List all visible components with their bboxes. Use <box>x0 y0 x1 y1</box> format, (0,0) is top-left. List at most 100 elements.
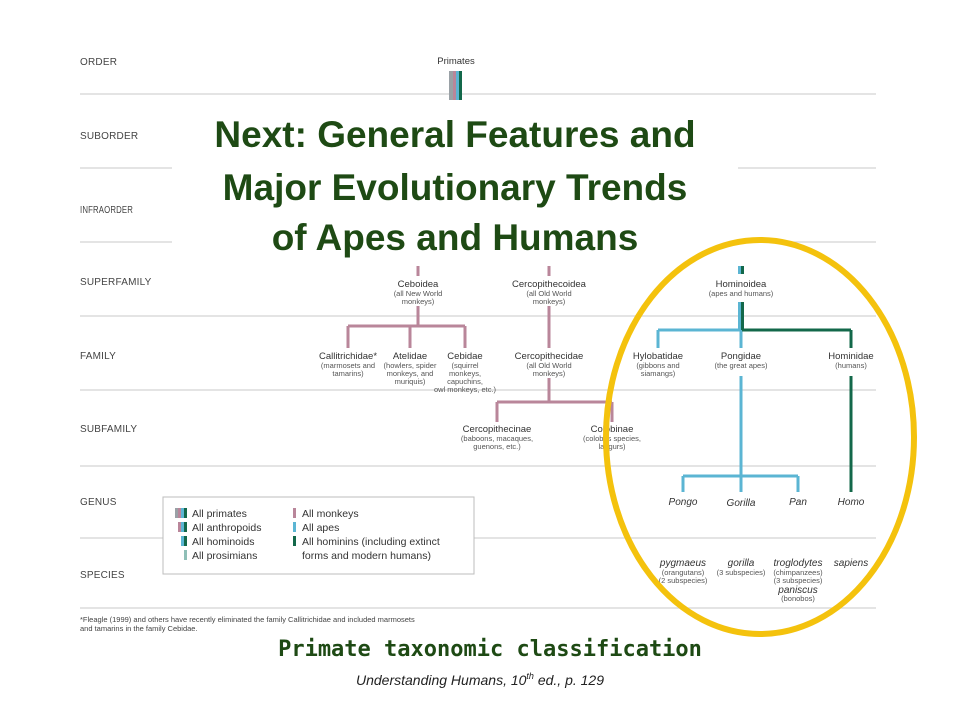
svg-text:owl monkeys, etc.): owl monkeys, etc.) <box>434 385 497 394</box>
svg-text:guenons, etc.): guenons, etc.) <box>473 442 521 451</box>
rank-family: FAMILY <box>80 351 116 362</box>
hominin-branch <box>742 328 853 492</box>
taxon-pan: Pan <box>789 497 807 508</box>
svg-text:Cercopithecidae: Cercopithecidae <box>515 351 584 362</box>
rank-infraorder: INFRAORDER <box>80 205 133 216</box>
legend-all-apes: All apes <box>302 522 339 534</box>
svg-text:pygmaeus: pygmaeus <box>659 558 706 569</box>
svg-text:langurs): langurs) <box>598 442 626 451</box>
rank-genus: GENUS <box>80 497 117 508</box>
taxon-gorilla-species: gorilla (3 subspecies) <box>717 558 766 577</box>
rank-species: SPECIES <box>80 570 125 581</box>
svg-text:gorilla: gorilla <box>728 558 755 569</box>
legend-all-hominins: All hominins (including extinct <box>302 536 440 548</box>
taxon-pongo: Pongo <box>669 497 698 508</box>
taxon-cebidae: Cebidae (squirrel monkeys, capuchins, ow… <box>434 351 497 394</box>
rank-order: ORDER <box>80 57 117 68</box>
legend-swatch-anthropoids <box>178 522 187 532</box>
legend-all-prosimians: All prosimians <box>192 550 257 562</box>
svg-text:monkeys): monkeys) <box>533 297 566 306</box>
svg-text:monkeys,: monkeys, <box>449 369 481 378</box>
svg-text:Hylobatidae: Hylobatidae <box>633 351 683 362</box>
overlay-title-line-3: of Apes and Humans <box>272 217 639 258</box>
svg-text:troglodytes: troglodytes <box>774 558 823 569</box>
legend-all-hominoids: All hominoids <box>192 536 254 548</box>
svg-text:Pongidae: Pongidae <box>721 351 761 362</box>
svg-text:(all Old World: (all Old World <box>526 289 571 298</box>
svg-text:(the great apes): (the great apes) <box>715 361 768 370</box>
legend-all-primates: All primates <box>192 508 247 520</box>
taxon-hominidae: Hominidae (humans) <box>828 351 873 370</box>
taxon-colobinae: Colobinae (colobus species, langurs) <box>583 424 641 451</box>
ape-branches <box>656 328 800 492</box>
svg-text:(baboons, macaques,: (baboons, macaques, <box>461 434 533 443</box>
legend: All primates All anthropoids All hominoi… <box>162 496 475 575</box>
highlight-ellipse <box>603 237 917 637</box>
svg-text:tamarins): tamarins) <box>332 369 364 378</box>
taxon-hominoidea: Hominoidea (apes and humans) <box>709 279 774 298</box>
monkey-branches <box>346 266 614 422</box>
source-citation: Understanding Humans, 10th ed., p. 129 <box>356 671 604 688</box>
taxon-homo: Homo <box>838 497 865 508</box>
rank-subfamily: SUBFAMILY <box>80 424 137 435</box>
svg-text:Cercopithecoidea: Cercopithecoidea <box>512 279 587 290</box>
svg-text:monkeys): monkeys) <box>402 297 435 306</box>
taxon-gorilla-genus: Gorilla <box>727 498 756 509</box>
taxon-atelidae: Atelidae (howlers, spider monkeys, and m… <box>384 351 437 386</box>
svg-text:(howlers, spider: (howlers, spider <box>384 361 437 370</box>
rank-suborder: SUBORDER <box>80 131 138 142</box>
taxon-cercopithecidae: Cercopithecidae (all Old World monkeys) <box>515 351 584 378</box>
svg-text:(colobus species,: (colobus species, <box>583 434 641 443</box>
svg-text:siamangs): siamangs) <box>641 369 676 378</box>
taxon-primates: Primates <box>437 56 475 67</box>
legend-swatch-hominins <box>293 536 296 546</box>
svg-text:(2 subspecies): (2 subspecies) <box>659 576 708 585</box>
svg-text:(marmosets and: (marmosets and <box>321 361 375 370</box>
overlay-title-line-2: Major Evolutionary Trends <box>223 167 688 208</box>
taxon-cercopithecoidea: Cercopithecoidea (all Old World monkeys) <box>512 279 587 306</box>
svg-text:(gibbons and: (gibbons and <box>636 361 679 370</box>
svg-text:Atelidae: Atelidae <box>393 351 427 362</box>
legend-swatch-monkeys <box>293 508 296 518</box>
footnote-line-1: *Fleagle (1999) and others have recently… <box>80 615 415 624</box>
svg-text:Cercopithecinae: Cercopithecinae <box>463 424 532 435</box>
legend-all-anthropoids: All anthropoids <box>192 522 261 534</box>
svg-text:(all Old World: (all Old World <box>526 361 571 370</box>
legend-swatch-apes <box>293 522 296 532</box>
svg-text:Cebidae: Cebidae <box>447 351 482 362</box>
taxon-troglodytes-paniscus: troglodytes (chimpanzees) (3 subspecies)… <box>773 558 823 603</box>
svg-text:Callitrichidae*: Callitrichidae* <box>319 351 377 362</box>
hominoid-stem <box>738 266 744 330</box>
svg-text:(orangutans): (orangutans) <box>662 568 705 577</box>
svg-text:(apes and humans): (apes and humans) <box>709 289 774 298</box>
legend-all-monkeys: All monkeys <box>302 508 359 520</box>
svg-text:(3 subspecies): (3 subspecies) <box>717 568 766 577</box>
legend-swatch-prosimians <box>184 550 187 560</box>
rank-superfamily: SUPERFAMILY <box>80 277 152 288</box>
taxon-sapiens: sapiens <box>834 558 868 569</box>
primates-stem <box>449 71 462 100</box>
legend-swatch-primates <box>175 508 187 518</box>
svg-text:(all New World: (all New World <box>394 289 443 298</box>
taxon-pygmaeus: pygmaeus (orangutans) (2 subspecies) <box>659 558 708 585</box>
svg-text:monkeys, and: monkeys, and <box>387 369 434 378</box>
taxon-hylobatidae: Hylobatidae (gibbons and siamangs) <box>633 351 683 378</box>
svg-text:(humans): (humans) <box>835 361 867 370</box>
svg-text:(squirrel: (squirrel <box>451 361 478 370</box>
footnote-line-2: and tamarins in the family Cebidae. <box>80 624 198 633</box>
legend-all-hominins-cont: forms and modern humans) <box>302 550 431 562</box>
taxon-callitrichidae: Callitrichidae* (marmosets and tamarins) <box>319 351 377 378</box>
figure-caption: Primate taxonomic classification <box>278 637 702 662</box>
taxon-pongidae: Pongidae (the great apes) <box>715 351 768 370</box>
legend-swatch-hominoids <box>181 536 187 546</box>
svg-text:Colobinae: Colobinae <box>591 424 634 435</box>
svg-text:monkeys): monkeys) <box>533 369 566 378</box>
title-backdrop <box>172 104 738 262</box>
taxon-ceboidea: Ceboidea (all New World monkeys) <box>394 279 443 306</box>
svg-text:(bonobos): (bonobos) <box>781 594 815 603</box>
svg-text:paniscus: paniscus <box>777 585 817 596</box>
svg-text:capuchins,: capuchins, <box>447 377 483 386</box>
svg-text:Hominoidea: Hominoidea <box>716 279 767 290</box>
svg-text:(chimpanzees): (chimpanzees) <box>773 568 823 577</box>
